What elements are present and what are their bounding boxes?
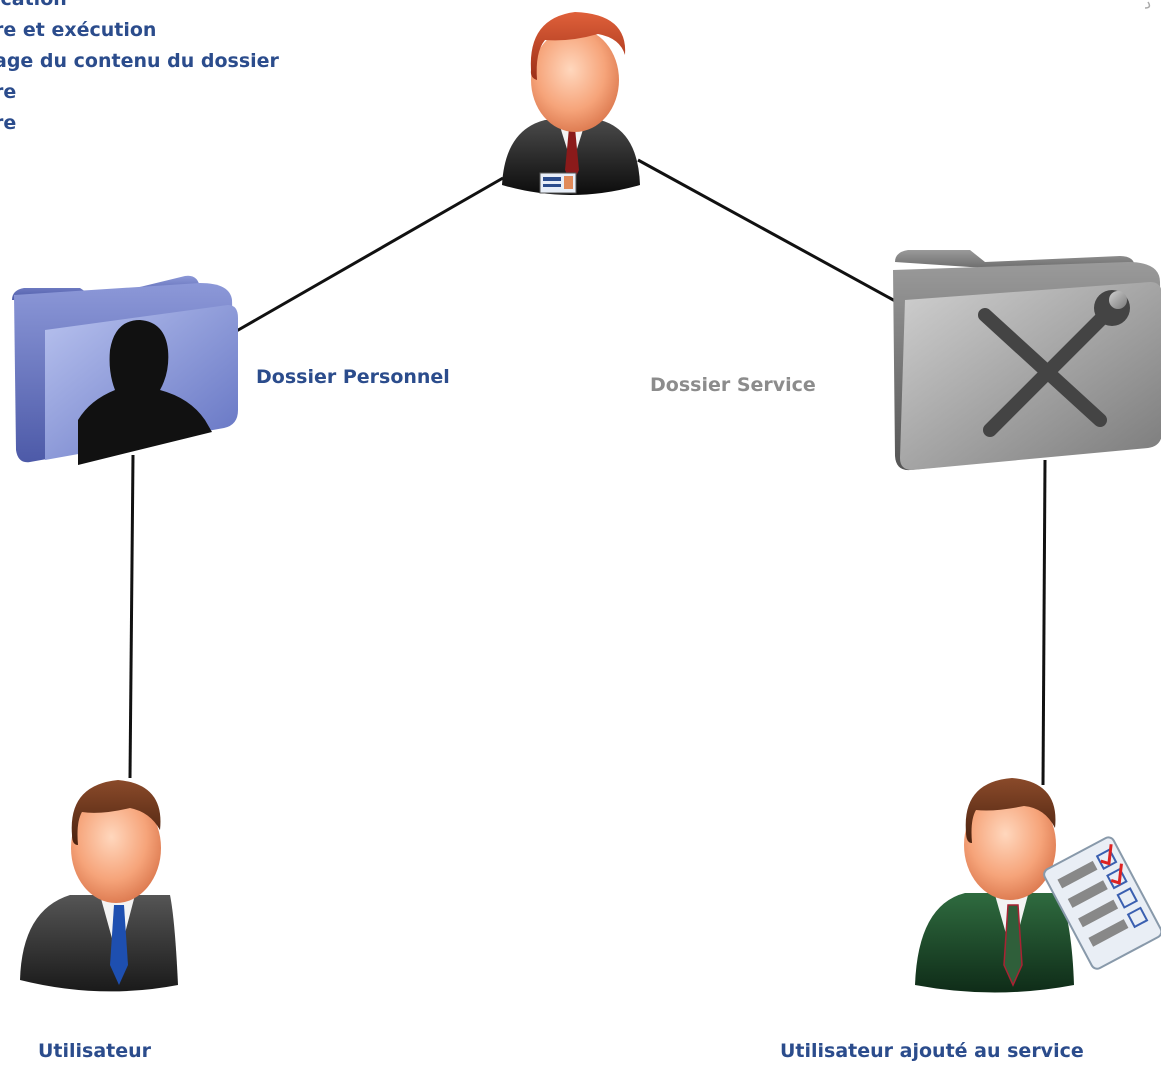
legend-line: re — [0, 112, 17, 134]
service-user-label: Utilisateur ajouté au service — [780, 1040, 1084, 1062]
connector-admin-personal-folder — [232, 176, 504, 335]
legend-line: re — [0, 81, 17, 103]
user-folder-icon — [12, 275, 238, 465]
connector-personal-folder-user — [128, 454, 135, 779]
user-icon — [20, 780, 178, 992]
checklist-icon — [1043, 836, 1161, 970]
legend-line: re et exécution — [0, 19, 157, 41]
corner-mark-icon — [1144, 1, 1151, 9]
permission-legend: ication re et exécution age du contenu d… — [0, 0, 279, 139]
personal-folder-label: Dossier Personnel — [256, 366, 450, 388]
tools-folder-icon — [893, 250, 1161, 471]
administrator-icon — [502, 12, 640, 195]
service-user-icon — [915, 778, 1161, 993]
service-folder-label: Dossier Service — [650, 374, 816, 396]
legend-line: ication — [0, 0, 279, 15]
user-label: Utilisateur — [38, 1040, 152, 1062]
connector-service-folder-service-user — [1041, 459, 1047, 786]
legend-line: age du contenu du dossier — [0, 50, 279, 72]
connector-admin-service-folder — [637, 158, 898, 304]
